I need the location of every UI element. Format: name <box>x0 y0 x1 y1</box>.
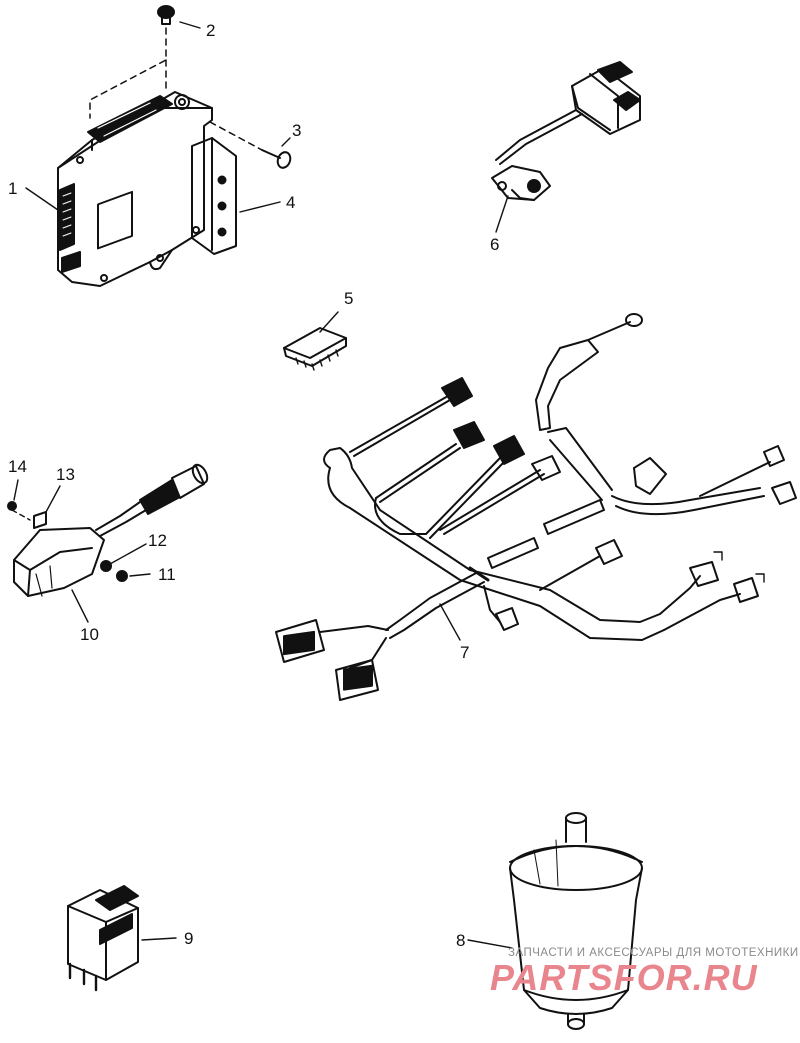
washer <box>100 560 112 572</box>
wiring-harness <box>275 313 797 701</box>
small-screw <box>7 501 17 511</box>
watermark: ЗАПЧАСТИ И АКСЕССУАРЫ ДЛЯ МОТОТЕХНИКИ PA… <box>490 947 799 998</box>
callout-13: 13 <box>56 465 75 484</box>
ecu-module <box>57 91 237 287</box>
watermark-tagline: ЗАПЧАСТИ И АКСЕССУАРЫ ДЛЯ МОТОТЕХНИКИ <box>508 947 799 959</box>
callout-3: 3 <box>292 121 301 140</box>
relay <box>67 885 139 992</box>
clip <box>33 511 47 529</box>
nut <box>116 570 128 582</box>
callout-1: 1 <box>8 179 17 198</box>
callout-2: 2 <box>206 21 215 40</box>
callout-12: 12 <box>148 531 167 550</box>
callout-5: 5 <box>344 289 353 308</box>
callout-10: 10 <box>80 625 99 644</box>
callout-8: 8 <box>456 931 465 950</box>
callout-6: 6 <box>490 235 499 254</box>
watermark-logo: PARTSFOR.RU <box>490 957 758 998</box>
callout-9: 9 <box>184 929 193 948</box>
callout-4: 4 <box>286 193 295 212</box>
callout-labels: 1 2 3 4 5 6 7 8 9 10 11 12 13 14 <box>8 21 499 950</box>
bracket-screw <box>261 149 292 169</box>
mounting-screw <box>157 5 175 25</box>
fuel-filter <box>509 812 643 1030</box>
callout-14: 14 <box>8 457 27 476</box>
callout-7: 7 <box>460 643 469 662</box>
chip <box>283 327 347 371</box>
callout-11: 11 <box>158 565 176 584</box>
sensor-assembly <box>13 463 209 597</box>
sensor-with-connector <box>491 61 641 201</box>
